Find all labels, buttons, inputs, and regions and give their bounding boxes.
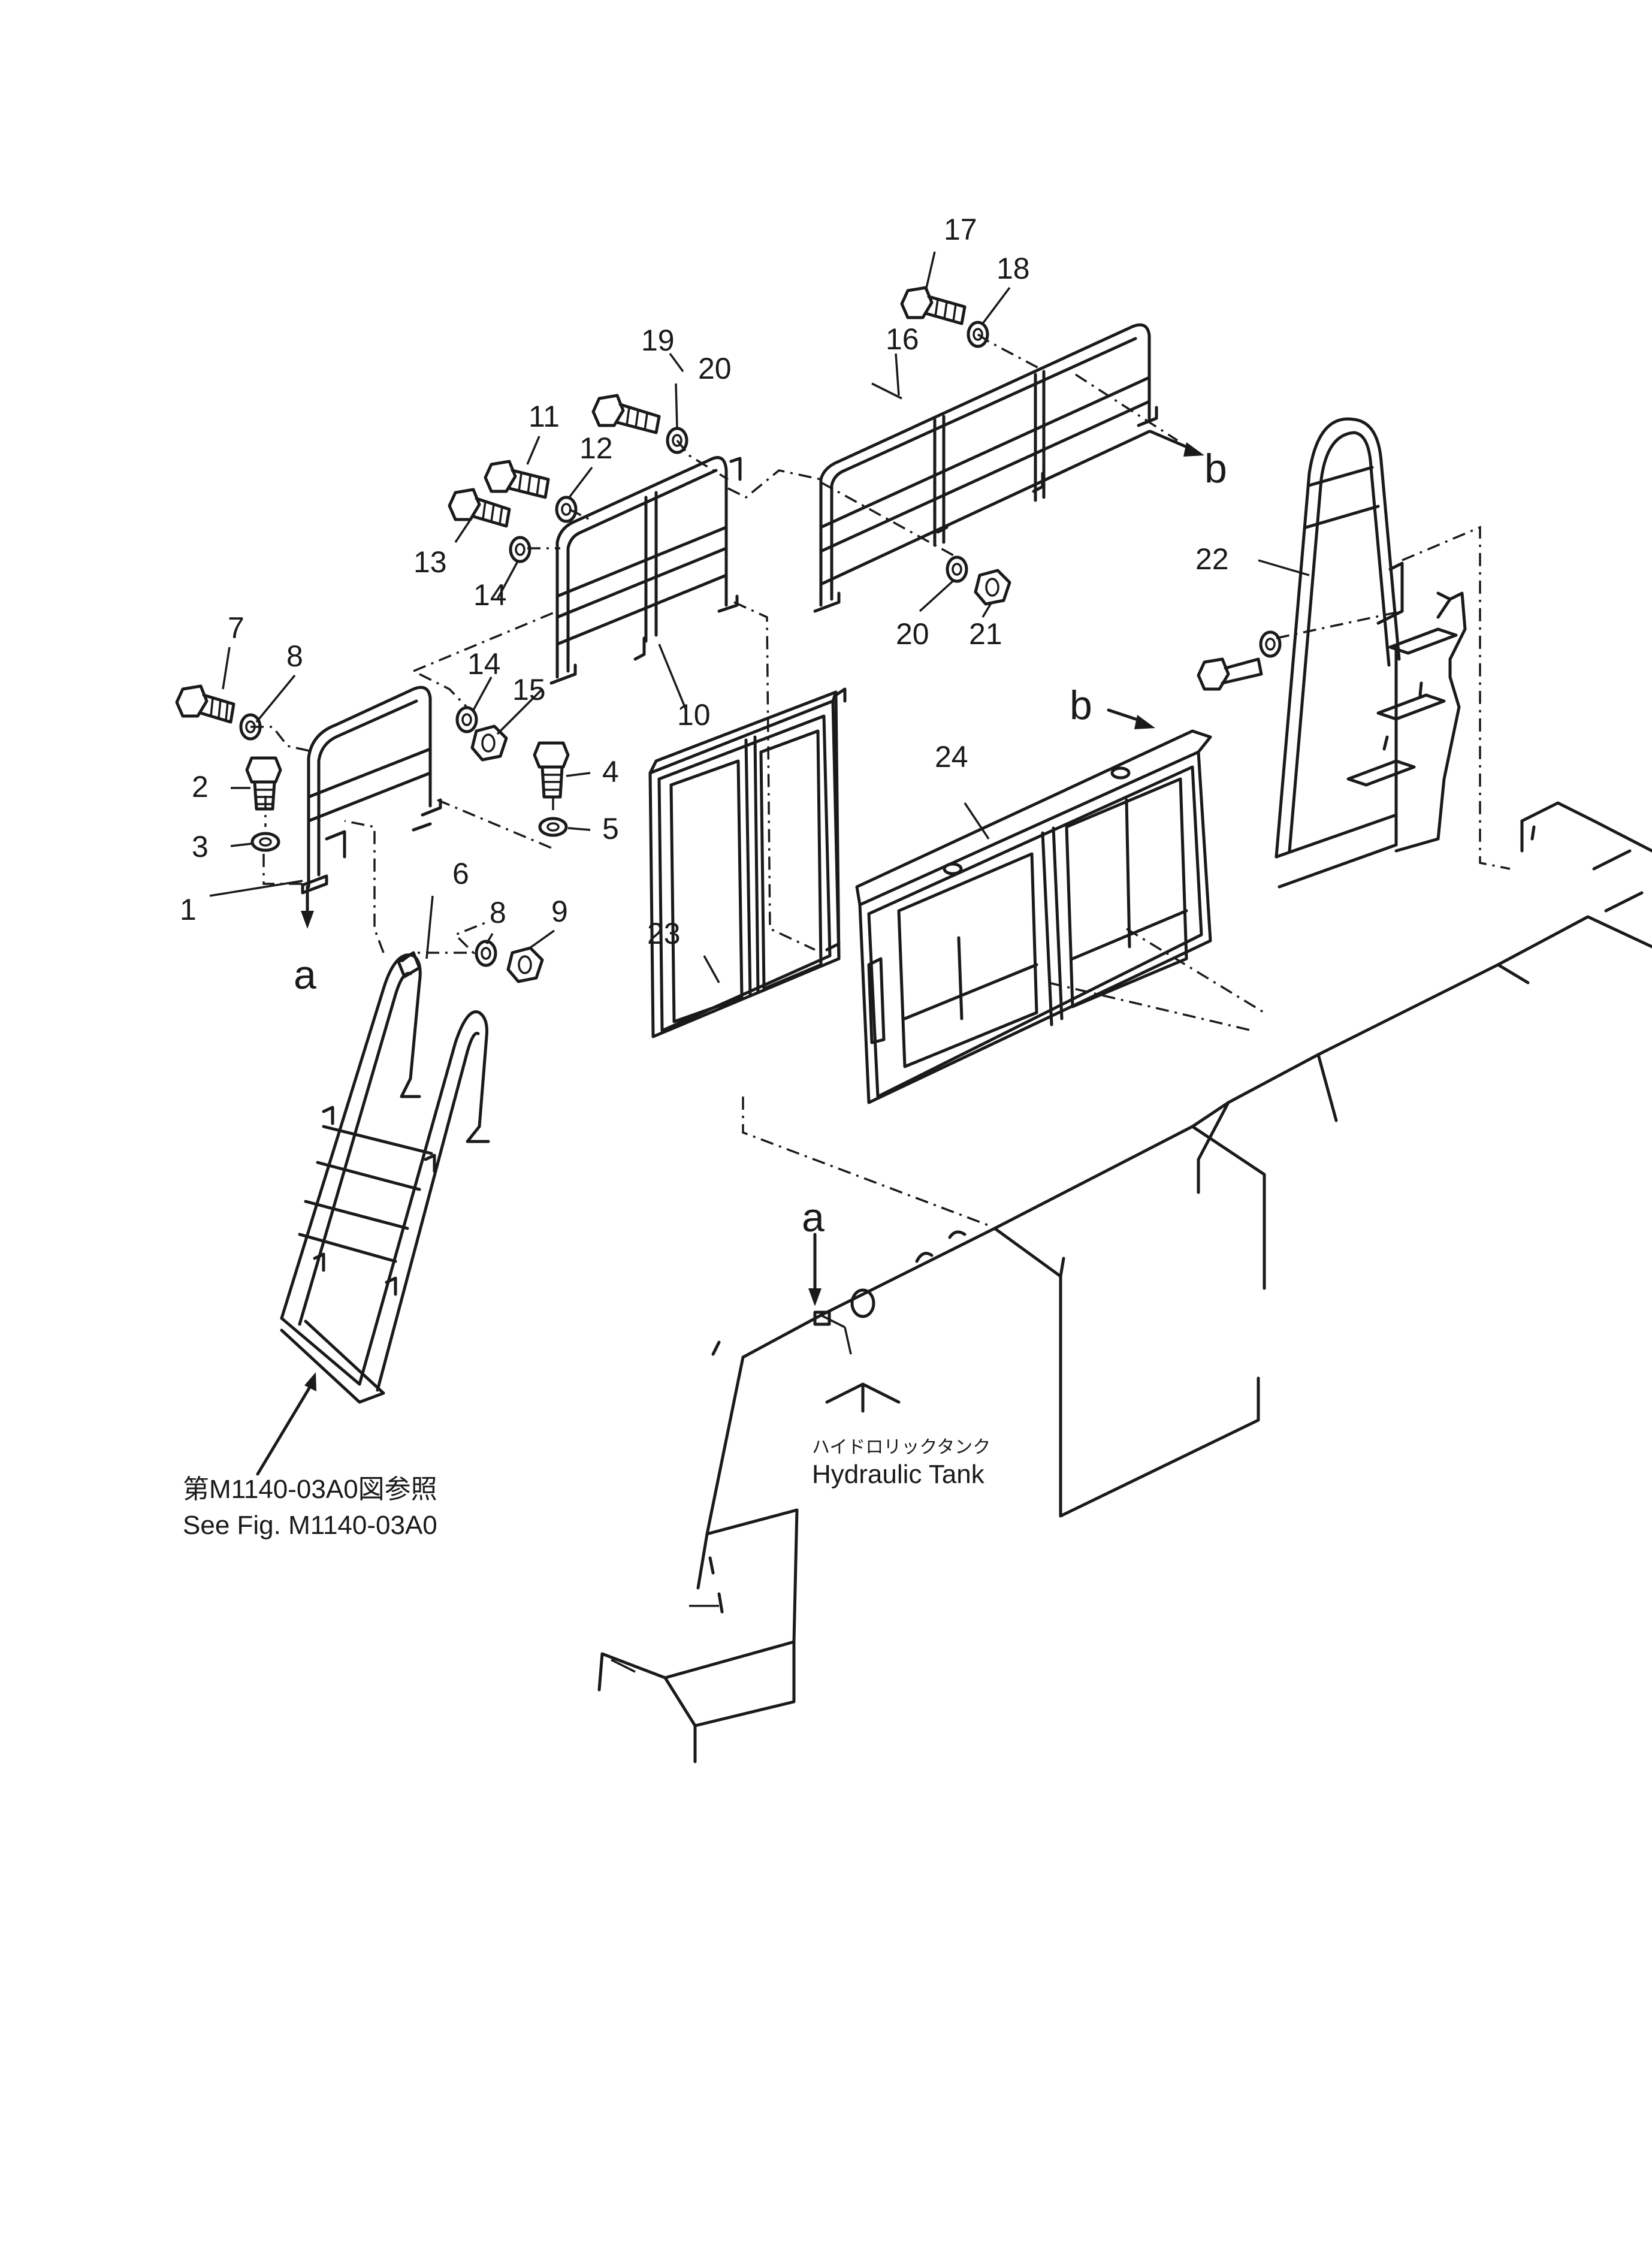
part-24-frame: [855, 729, 1212, 1104]
bolt-19: [591, 394, 661, 434]
callout-16: 16: [886, 322, 919, 356]
leader-lines: [209, 251, 1310, 983]
callout-2: 2: [192, 770, 209, 804]
callout-22: 22: [1195, 542, 1229, 576]
part-10-railing: [549, 456, 742, 685]
bolt-17: [900, 286, 967, 325]
bolt-11: [484, 460, 550, 499]
callout-17: 17: [944, 213, 977, 246]
machine-body: [597, 801, 1652, 1763]
bolt-2: [245, 756, 282, 811]
part-16-long-railing: [813, 323, 1158, 613]
callout-13: 13: [413, 545, 447, 579]
callout-8: 8: [490, 896, 506, 929]
callout-20: 20: [698, 352, 732, 385]
callout-10: 10: [677, 698, 711, 732]
ref-note-en: See Fig. M1140-03A0: [183, 1511, 437, 1540]
notes: 第M1140-03A0図参照 See Fig. M1140-03A0 ハイドロリ…: [183, 1437, 990, 1540]
ref-letter-b: b: [1204, 446, 1227, 491]
washers: [239, 321, 1282, 967]
tank-label-en: Hydraulic Tank: [812, 1460, 985, 1489]
callout-24: 24: [935, 740, 968, 774]
callout-23: 23: [647, 917, 681, 950]
bolt-13: [448, 488, 511, 528]
part-22-stair: [1275, 417, 1467, 889]
callout-19: 19: [641, 324, 675, 357]
callout-15: 15: [512, 673, 546, 706]
callouts: 1 2 3 4 5 6 7 8 8 9 10 11 12 13 14 14 15…: [180, 213, 1229, 950]
ref-letter-b: b: [1070, 682, 1092, 728]
callout-1: 1: [180, 893, 197, 926]
ref-letter-a: a: [294, 952, 316, 998]
callout-5: 5: [602, 812, 619, 845]
callout-6: 6: [452, 857, 469, 890]
ref-note-jp: 第M1140-03A0図参照: [183, 1475, 437, 1504]
part-1-small-railing: [301, 685, 442, 895]
bolt-stair: [1197, 657, 1263, 691]
callout-21: 21: [969, 617, 1002, 651]
callout-7: 7: [228, 611, 244, 645]
callout-9: 9: [551, 895, 568, 928]
callout-18: 18: [996, 252, 1030, 285]
callout-12: 12: [579, 431, 613, 465]
bolt-7: [175, 684, 235, 724]
part-23-frame: [648, 687, 847, 1038]
callout-3: 3: [192, 830, 209, 863]
bolt-4: [533, 741, 570, 799]
arrows: [256, 430, 1204, 1476]
lower-ladder: [280, 951, 490, 1404]
callout-14: 14: [467, 647, 501, 681]
nuts: [470, 569, 1011, 983]
callout-4: 4: [602, 755, 619, 789]
tank-label-jp: ハイドロリックタンク: [812, 1437, 990, 1457]
assembly-lines: [250, 333, 1511, 1227]
callout-8: 8: [286, 639, 303, 673]
callout-11: 11: [528, 400, 560, 433]
ref-letter-a: a: [802, 1195, 825, 1240]
reference-letters: a a b b: [294, 446, 1227, 1240]
callout-14: 14: [473, 578, 507, 612]
callout-20: 20: [896, 617, 929, 651]
